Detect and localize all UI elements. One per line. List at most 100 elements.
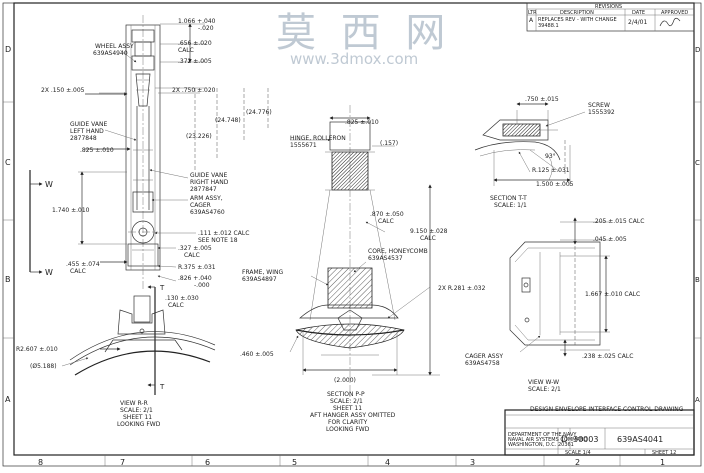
org-line-3: WASHINGTON, D.C. 20361 bbox=[508, 442, 574, 448]
watermark-url: www.3dmox.com bbox=[290, 50, 418, 68]
label-cager-assy: CAGER ASSY bbox=[465, 353, 503, 360]
dim-750-tt: .750 ±.015 bbox=[525, 96, 559, 103]
label-screw: SCREW bbox=[588, 102, 610, 109]
view-ww-scale: SCALE: 2/1 bbox=[528, 386, 561, 393]
zone-bottom-6: 6 bbox=[205, 458, 210, 467]
zone-bottom-1: 1 bbox=[660, 458, 665, 467]
dim-455: .455 ±.074 bbox=[66, 261, 100, 268]
dim-460: .460 ±.005 bbox=[240, 351, 274, 358]
revision-signature bbox=[659, 17, 681, 27]
label-guide-vane-right: GUIDE VANE bbox=[190, 172, 227, 179]
dim-r2607: R2.607 ±.010 bbox=[16, 346, 58, 353]
dim-870: .870 ±.050 bbox=[370, 211, 404, 218]
section-tt-title: SECTION T-T bbox=[490, 195, 527, 202]
revisions-col-date: DATE bbox=[632, 10, 645, 16]
zone-bottom-3: 3 bbox=[470, 458, 475, 467]
dim-327: .327 ±.005 bbox=[178, 245, 212, 252]
drawing-title: DESIGN ENVELOPE INTERFACE CONTROL DRAWIN… bbox=[530, 406, 684, 413]
section-pp-looking: LOOKING FWD bbox=[326, 426, 370, 433]
dim-656-calc: CALC bbox=[178, 47, 194, 54]
label-guide-vane-left-hand: LEFT HAND bbox=[70, 128, 104, 135]
dim-9150-calc: CALC bbox=[420, 235, 436, 242]
dim-045: .045 ±.005 bbox=[593, 236, 627, 243]
revisions-col-ltr: LTR bbox=[528, 10, 537, 16]
section-pp-view bbox=[289, 105, 440, 400]
dim-24776: (24.776) bbox=[246, 109, 272, 116]
label-arm-pn: 639AS4760 bbox=[190, 209, 225, 216]
label-wheel-assy-pn: 639AS4940 bbox=[93, 50, 128, 57]
section-pp-scale: SCALE: 2/1 bbox=[330, 398, 363, 405]
watermark-chars: 莫 西 网 bbox=[276, 10, 451, 56]
dim-826: .826 +.040 bbox=[178, 275, 212, 282]
label-hinge-rolleron: HINGE, ROLLERON bbox=[290, 135, 346, 142]
zone-left-a: A bbox=[5, 395, 11, 404]
label-screw-pn: 1555392 bbox=[588, 109, 615, 116]
dim-157: (.157) bbox=[380, 140, 398, 147]
zone-right-c: C bbox=[695, 159, 700, 167]
revision-description-1: REPLACES REV - WITH CHANGE bbox=[538, 17, 617, 23]
revisions-heading: REVISIONS bbox=[595, 4, 622, 10]
org-line-2: NAVAL AIR SYSTEMS COMMAND bbox=[508, 437, 588, 443]
section-rr-scale: SCALE: 2/1 bbox=[120, 407, 153, 414]
label-core-honeycomb: CORE, HONEYCOMB bbox=[368, 248, 428, 255]
dim-870-calc: CALC bbox=[378, 218, 394, 225]
zone-bottom-4: 4 bbox=[385, 458, 390, 467]
dim-23226: (23.226) bbox=[186, 133, 212, 140]
dim-2x-r281: 2X R.281 ±.032 bbox=[438, 285, 486, 292]
zone-left-c: C bbox=[5, 158, 11, 167]
section-tt-view bbox=[474, 102, 586, 186]
section-pp-note-omitted: AFT HANGER ASSY OMITTED bbox=[310, 412, 396, 419]
view-arrow-w-bottom: W bbox=[45, 268, 53, 277]
zone-right-b: B bbox=[695, 276, 700, 284]
dim-1066-tol: -.020 bbox=[198, 25, 214, 32]
note-18: SEE NOTE 18 bbox=[198, 237, 238, 244]
dim-9150: 9.150 ±.028 bbox=[410, 228, 448, 235]
section-rr-view bbox=[61, 285, 216, 395]
dim-2x-150: 2X .150 ±.005 bbox=[41, 87, 85, 94]
dim-455-calc: CALC bbox=[70, 268, 86, 275]
section-pp-sheet: SHEET 11 bbox=[333, 405, 362, 412]
dim-r125: R.125 ±.031 bbox=[532, 167, 570, 174]
zone-bottom-2: 2 bbox=[575, 458, 580, 467]
dim-826-tol: -.000 bbox=[194, 282, 210, 289]
section-rr-t-bottom: T bbox=[159, 383, 165, 391]
label-guide-vane-right-pn: 2877847 bbox=[190, 186, 217, 193]
dim-327-calc: CALC bbox=[184, 252, 200, 259]
left-assembly-labels: WHEEL ASSY 639AS4940 1.066 +.040 -.020 .… bbox=[41, 18, 272, 289]
dim-825-pp: .825 ±.010 bbox=[345, 119, 379, 126]
dim-205: .205 ±.015 CALC bbox=[593, 218, 644, 225]
drawing-scale: SCALE 1/4 bbox=[565, 450, 591, 456]
dim-1500: 1.500 ±.005 bbox=[536, 181, 574, 188]
section-rr-title: VIEW R-R bbox=[120, 400, 148, 407]
drawing-size: D bbox=[561, 435, 568, 445]
dim-dia-5188: (Ø5.188) bbox=[30, 363, 57, 370]
view-arrow-w-top: W bbox=[45, 180, 53, 189]
dim-130-calc: CALC bbox=[168, 302, 184, 309]
revision-date: 2/4/01 bbox=[628, 19, 647, 26]
label-arm-assy: ARM ASSY, bbox=[190, 195, 223, 202]
label-guide-vane-left: GUIDE VANE bbox=[70, 121, 107, 128]
label-cager-pn: 639AS4758 bbox=[465, 360, 500, 367]
section-pp-note-clarity: FOR CLARITY bbox=[328, 419, 368, 426]
section-tt-scale: SCALE: 1/1 bbox=[494, 202, 527, 209]
dim-2000: (2.000) bbox=[334, 377, 356, 384]
dim-2x-750: 2X .750 ±.020 bbox=[172, 87, 216, 94]
section-pp-title: SECTION P-P bbox=[327, 391, 365, 398]
revision-description-2: 39488.1 bbox=[538, 23, 559, 29]
view-ww-view bbox=[509, 217, 610, 357]
section-pp-labels: HINGE, ROLLERON 1555671 .825 ±.010 (.157… bbox=[240, 119, 486, 433]
dim-656: .656 ±.020 bbox=[178, 40, 212, 47]
left-assembly-view: W W bbox=[29, 15, 269, 290]
section-tt-labels: .750 ±.015 SCREW 1555392 93° R.125 ±.031… bbox=[490, 96, 615, 209]
label-guide-vane-right-hand: RIGHT HAND bbox=[190, 179, 229, 186]
zone-bottom-7: 7 bbox=[120, 458, 125, 467]
label-hinge-pn: 1555671 bbox=[290, 142, 317, 149]
dim-111: .111 ±.012 CALC bbox=[198, 230, 249, 237]
dim-825-left: .825 ±.010 bbox=[80, 147, 114, 154]
dim-1066: 1.066 +.040 bbox=[178, 18, 216, 25]
zone-bottom-5: 5 bbox=[292, 458, 297, 467]
drawing-border bbox=[2, 2, 702, 467]
dim-130: .130 ±.030 bbox=[165, 295, 199, 302]
label-core-pn: 639AS4537 bbox=[368, 255, 403, 262]
